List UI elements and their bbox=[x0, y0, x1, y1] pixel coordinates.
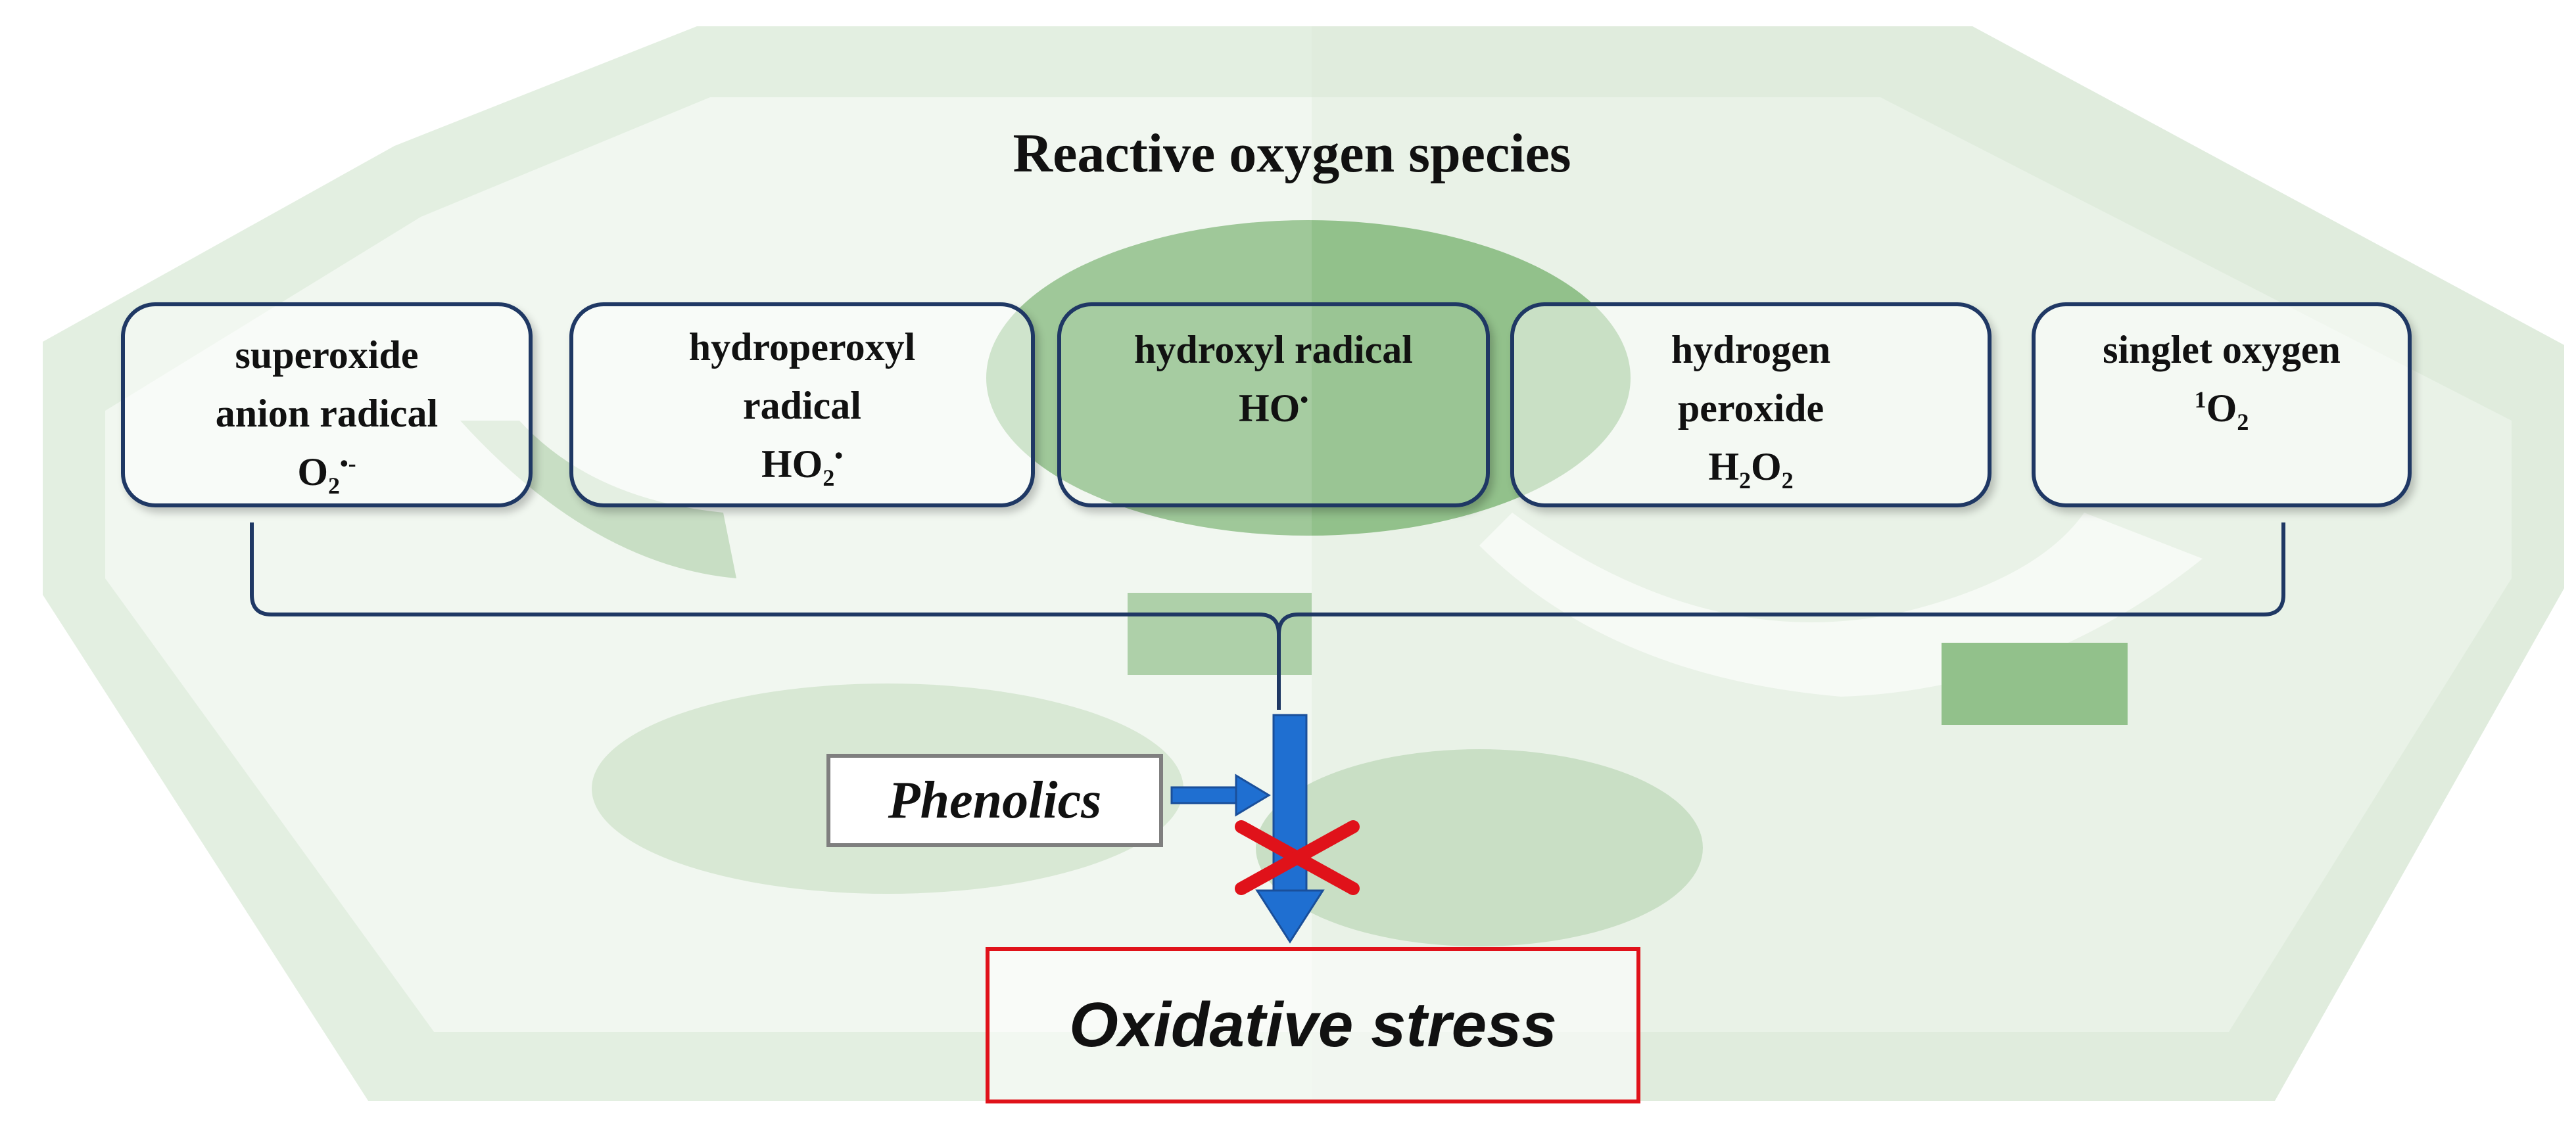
species-name-line2: radical bbox=[743, 383, 861, 427]
species-formula: 1O2 bbox=[2194, 386, 2249, 435]
species-box-hydroperoxyl: hydroperoxyl radical HO2• bbox=[569, 302, 1035, 507]
species-formula: H2O2 bbox=[1708, 444, 1794, 494]
diagram-title: Reactive oxygen species bbox=[1013, 123, 1571, 184]
main-down-arrow bbox=[1255, 714, 1325, 944]
species-name-line1: superoxide bbox=[235, 333, 419, 377]
species-name-line1: hydroxyl radical bbox=[1134, 328, 1413, 371]
species-box-singlet-oxygen: singlet oxygen 1O2 bbox=[2032, 302, 2412, 507]
species-formula: HO• bbox=[1239, 386, 1308, 430]
species-name-line1: hydrogen bbox=[1671, 328, 1831, 371]
organelle-rect-left bbox=[1128, 593, 1312, 675]
species-box-hydrogen-peroxide: hydrogen peroxide H2O2 bbox=[1510, 302, 1992, 507]
species-formula: HO2• bbox=[761, 442, 843, 491]
species-name-line2: peroxide bbox=[1677, 386, 1825, 430]
species-box-hydroxyl: hydroxyl radical HO• bbox=[1057, 302, 1490, 507]
bracket bbox=[250, 522, 2285, 710]
nucleus-left-shade bbox=[986, 220, 1312, 536]
organelle-oval-right bbox=[1256, 749, 1703, 946]
oxidative-stress-box: Oxidative stress bbox=[986, 947, 1640, 1103]
nucleus bbox=[986, 220, 1631, 536]
organelle-rect-right bbox=[1942, 643, 2128, 725]
inhibition-arrow bbox=[1170, 774, 1271, 817]
cross-icon bbox=[1235, 820, 1360, 895]
species-name-line1: hydroperoxyl bbox=[688, 325, 916, 369]
species-name-line1: singlet oxygen bbox=[2103, 328, 2341, 371]
phenolics-box: Phenolics bbox=[826, 754, 1163, 847]
species-formula: O2•- bbox=[297, 450, 356, 499]
species-box-superoxide: superoxide anion radical O2•- bbox=[121, 302, 533, 507]
species-name-line2: anion radical bbox=[215, 391, 439, 435]
